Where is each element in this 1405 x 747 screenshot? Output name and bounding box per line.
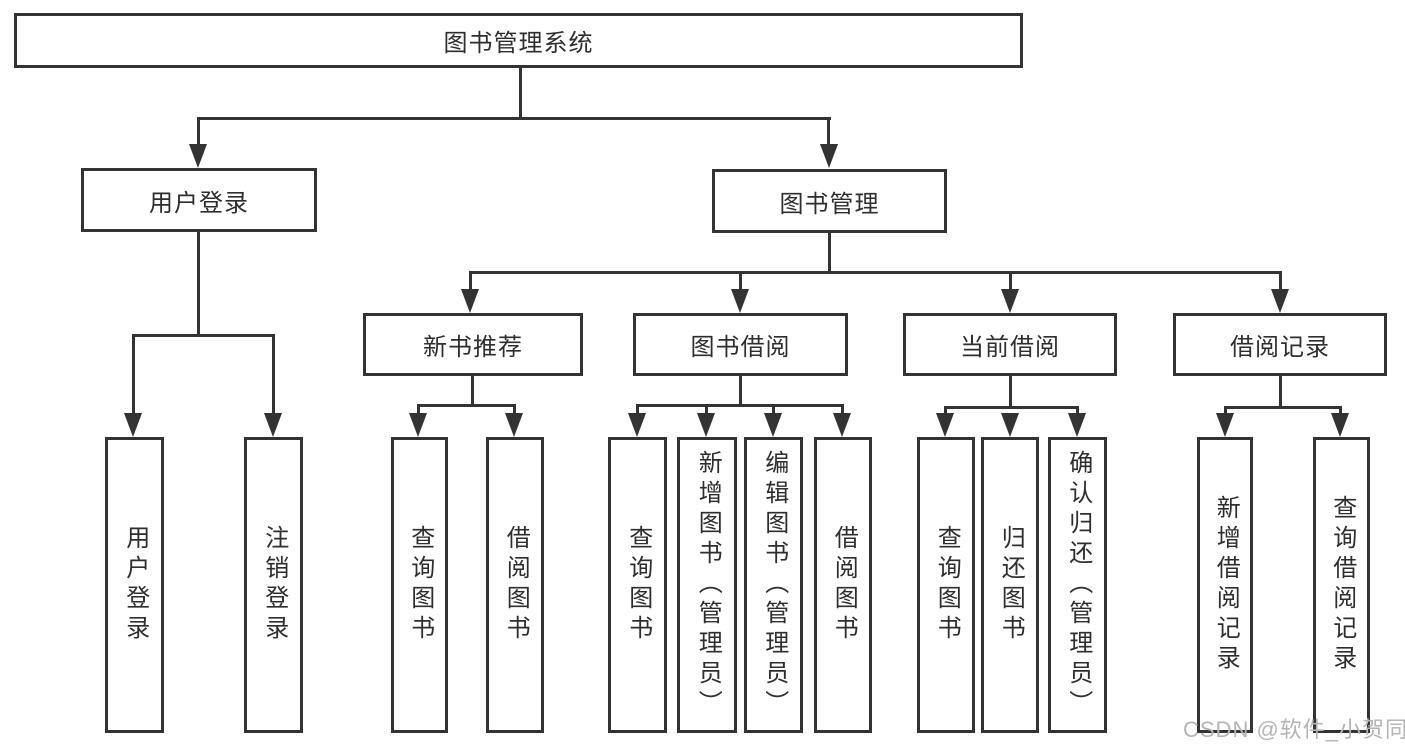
leaf-query-books-2-label: 查询图书 — [624, 525, 652, 645]
connector-line — [1076, 406, 1079, 414]
node-new-book-recommend: 新书推荐 — [363, 313, 583, 376]
node-book-management-label: 图书管理 — [779, 190, 880, 218]
connector-arrow — [764, 413, 782, 437]
node-current-borrow: 当前借阅 — [903, 313, 1117, 376]
connector-arrow — [820, 144, 838, 168]
connector-line — [1009, 376, 1012, 407]
connector-arrow — [124, 413, 142, 437]
node-user-login: 用户登录 — [81, 168, 317, 232]
connector-line — [705, 404, 708, 414]
connector-line — [841, 404, 844, 414]
leaf-query-books-2: 查询图书 — [608, 437, 667, 733]
connector-line — [471, 376, 474, 405]
connector-line — [197, 117, 831, 120]
leaf-return-books: 归还图书 — [981, 437, 1039, 733]
leaf-query-borrow-record: 查询借阅记录 — [1313, 437, 1370, 733]
connector-line — [197, 117, 200, 147]
connector-arrow — [628, 413, 646, 437]
node-book-borrow-label: 图书借阅 — [690, 334, 791, 361]
connector-arrow — [731, 289, 749, 313]
leaf-query-books-1-label: 查询图书 — [406, 525, 434, 645]
connector-arrow — [936, 413, 954, 437]
node-user-login-label: 用户登录 — [149, 189, 249, 217]
connector-arrow — [1331, 413, 1349, 437]
connector-line — [636, 404, 843, 407]
connector-arrow — [1001, 413, 1019, 437]
connector-arrow — [833, 413, 851, 437]
connector-line — [519, 68, 522, 118]
connector-line — [1279, 376, 1282, 407]
connector-line — [944, 406, 1078, 409]
node-borrow-records: 借阅记录 — [1173, 313, 1387, 376]
connector-line — [828, 233, 831, 272]
node-new-book-recommend-label: 新书推荐 — [423, 334, 523, 361]
connector-line — [417, 404, 420, 414]
connector-arrow — [1001, 289, 1019, 313]
connector-arrow — [189, 144, 207, 168]
leaf-borrow-books-1-label: 借阅图书 — [502, 525, 530, 645]
leaf-logout: 注销登录 — [244, 437, 303, 733]
connector-line — [636, 404, 639, 414]
connector-line — [944, 406, 947, 414]
node-book-management: 图书管理 — [712, 169, 947, 233]
connector-line — [739, 271, 742, 291]
leaf-confirm-return-admin: 确认归还（管理员） — [1048, 437, 1107, 733]
connector-line — [1009, 271, 1012, 291]
leaf-query-books-3-label: 查询图书 — [933, 525, 961, 645]
connector-line — [132, 334, 135, 416]
connector-arrow — [1216, 413, 1234, 437]
leaf-query-books-3: 查询图书 — [917, 437, 975, 733]
leaf-borrow-books-2-label: 借阅图书 — [830, 525, 858, 645]
leaf-query-borrow-record-label: 查询借阅记录 — [1328, 495, 1356, 675]
connector-line — [1339, 406, 1342, 414]
connector-line — [197, 232, 200, 335]
connector-arrow — [1068, 413, 1086, 437]
leaf-borrow-books-2: 借阅图书 — [814, 437, 872, 733]
connector-line — [513, 404, 516, 414]
leaf-add-books-admin-label: 新增图书（管理员） — [694, 450, 722, 720]
connector-line — [1224, 406, 1227, 414]
leaf-confirm-return-admin-label: 确认归还（管理员） — [1064, 450, 1092, 720]
connector-line — [827, 117, 830, 147]
connector-line — [1224, 406, 1341, 409]
connector-line — [739, 376, 742, 405]
connector-line — [469, 271, 1281, 274]
leaf-add-books-admin: 新增图书（管理员） — [677, 437, 737, 733]
node-book-borrow: 图书借阅 — [633, 313, 848, 376]
leaf-add-borrow-record-label: 新增借阅记录 — [1212, 495, 1240, 675]
connector-arrow — [1271, 289, 1289, 313]
leaf-logout-label: 注销登录 — [260, 525, 288, 645]
leaf-borrow-books-1: 借阅图书 — [486, 437, 544, 733]
connector-arrow — [697, 413, 715, 437]
connector-line — [1279, 271, 1282, 291]
leaf-user-login: 用户登录 — [105, 437, 164, 733]
csdn-watermark: CSDN @软件_小贺同学 — [1183, 717, 1405, 742]
leaf-edit-books-admin: 编辑图书（管理员） — [744, 437, 803, 733]
leaf-query-books-1: 查询图书 — [391, 437, 448, 733]
connector-line — [469, 271, 472, 291]
leaf-add-borrow-record: 新增借阅记录 — [1197, 437, 1253, 733]
node-current-borrow-label: 当前借阅 — [960, 334, 1060, 361]
connector-arrow — [409, 413, 427, 437]
connector-arrow — [505, 413, 523, 437]
connector-line — [132, 334, 274, 337]
leaf-user-login-label: 用户登录 — [121, 525, 149, 645]
node-root: 图书管理系统 — [14, 13, 1023, 68]
leaf-return-books-label: 归还图书 — [997, 525, 1025, 645]
connector-arrow — [461, 289, 479, 313]
connector-arrow — [264, 413, 282, 437]
node-borrow-records-label: 借阅记录 — [1230, 334, 1330, 361]
connector-line — [772, 404, 775, 414]
node-root-label: 图书管理系统 — [443, 30, 594, 57]
connector-line — [417, 404, 515, 407]
connector-line — [272, 334, 275, 416]
leaf-edit-books-admin-label: 编辑图书（管理员） — [760, 450, 788, 720]
